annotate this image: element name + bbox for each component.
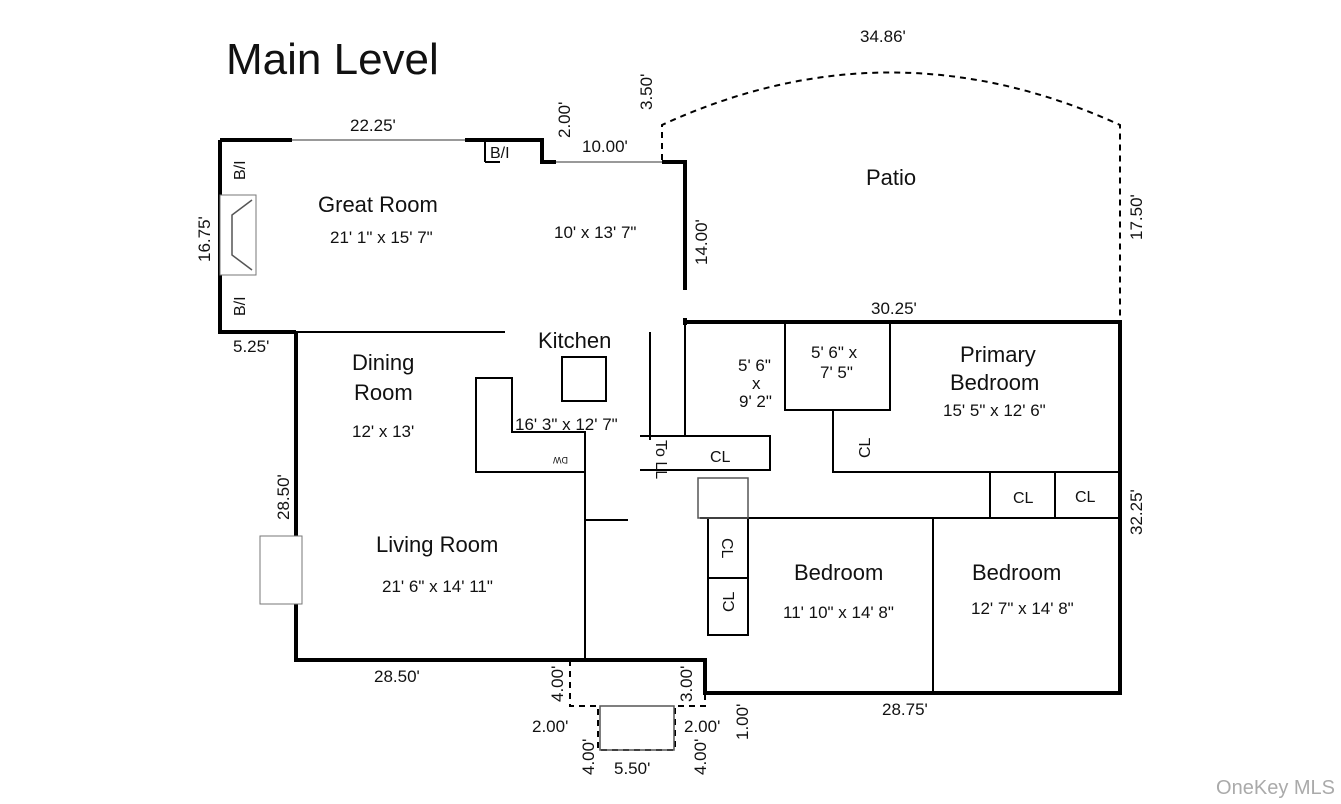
- primary-bedroom-label-2: Bedroom: [950, 370, 1039, 395]
- watermark: OneKey MLS: [1216, 777, 1335, 799]
- dim-bottom-28-50: 28.50': [374, 667, 420, 686]
- great-room-walls: [218, 138, 687, 334]
- bath1-size-1: 5' 6": [738, 356, 771, 375]
- dim-left-5-25: 5.25': [233, 337, 269, 356]
- dining-room-label-2: Room: [354, 380, 413, 405]
- dim-left-16-75: 16.75': [195, 216, 214, 262]
- dim-stoop-4a: 4.00': [548, 666, 567, 702]
- closet-label-hall: CL: [710, 449, 731, 466]
- bath2-size-2: 7' 5": [820, 363, 853, 382]
- closet-label-1: CL: [1013, 490, 1034, 507]
- dim-ext-14: 14.00': [692, 219, 711, 265]
- to-lower-level-label: To LL: [652, 440, 669, 479]
- bath1-size-2: x: [752, 374, 761, 393]
- dim-stoop-2b: 2.00': [684, 717, 720, 736]
- builtin-label-left-top: B/I: [232, 160, 249, 180]
- patio-label: Patio: [866, 165, 916, 190]
- bedroom1-label: Bedroom: [794, 560, 883, 585]
- kitchen-size: 16' 3" x 12' 7": [515, 415, 618, 434]
- dining-room-size: 12' x 13': [352, 422, 414, 441]
- primary-bedroom-size: 15' 5" x 12' 6": [943, 401, 1046, 420]
- closet-label-primary: CL: [857, 437, 874, 458]
- bath2-size-1: 5' 6" x: [811, 343, 858, 362]
- bedroom2-label: Bedroom: [972, 560, 1061, 585]
- closet-label-bed-upper: CL: [718, 538, 735, 559]
- great-room-label: Great Room: [318, 192, 438, 217]
- dim-stoop-4c: 4.00': [691, 739, 710, 775]
- dim-top-great: 22.25': [350, 116, 396, 135]
- dim-stoop-2a: 2.00': [532, 717, 568, 736]
- dim-patio-arc: 34.86': [860, 27, 906, 46]
- dim-left-28-50: 28.50': [274, 474, 293, 520]
- dim-right-32-25: 32.25': [1127, 489, 1146, 535]
- dim-stoop-4b: 4.00': [579, 739, 598, 775]
- kitchen-label: Kitchen: [538, 328, 611, 353]
- great-room-ext-size: 10' x 13' 7": [554, 223, 636, 242]
- great-room-size: 21' 1" x 15' 7": [330, 228, 433, 247]
- primary-bedroom-label-1: Primary: [960, 342, 1036, 367]
- dim-step-2: 2.00': [555, 102, 574, 138]
- bedroom1-size: 11' 10" x 14' 8": [783, 603, 894, 622]
- plan-title: Main Level: [226, 35, 439, 84]
- dim-ext-10: 10.00': [582, 137, 628, 156]
- dim-patio-right: 17.50': [1127, 194, 1146, 240]
- dim-stoop-3: 3.00': [677, 666, 696, 702]
- dim-3-50: 3.50': [637, 74, 656, 110]
- dim-bottom-28-75: 28.75': [882, 700, 928, 719]
- closet-label-bed-lower: CL: [721, 591, 738, 612]
- dim-stoop-5-50: 5.50': [614, 759, 650, 778]
- dishwasher-label: DW: [553, 455, 568, 465]
- bedroom2-size: 12' 7" x 14' 8": [971, 599, 1074, 618]
- closet-label-2: CL: [1075, 489, 1096, 506]
- living-room-label: Living Room: [376, 532, 498, 557]
- living-room-size: 21' 6" x 14' 11": [382, 577, 493, 596]
- dim-stoop-1: 1.00': [733, 704, 752, 740]
- bath1-size-3: 9' 2": [739, 392, 772, 411]
- dim-rear-30-25: 30.25': [871, 299, 917, 318]
- builtin-label-top: B/I: [490, 145, 510, 162]
- builtin-label-left-bottom: B/I: [232, 296, 249, 316]
- dining-room-label-1: Dining: [352, 350, 414, 375]
- main-walls: [259, 320, 1122, 695]
- patio-outline: [661, 71, 1121, 322]
- front-stoop: [569, 660, 706, 751]
